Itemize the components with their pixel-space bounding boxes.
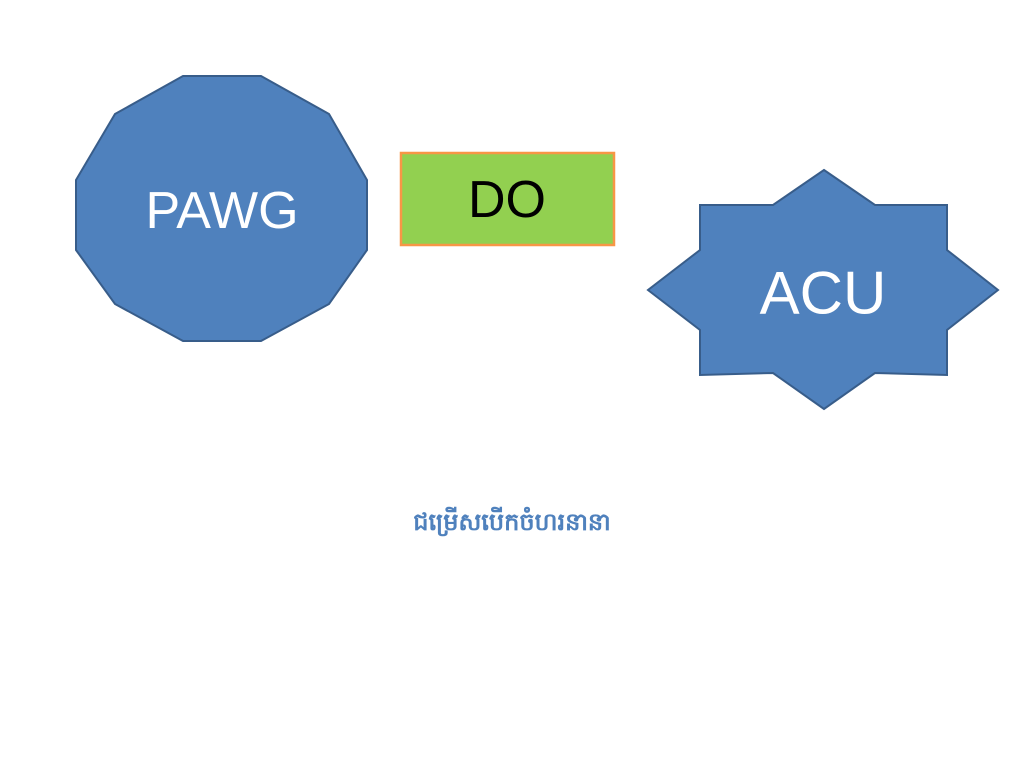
do-label: DO <box>468 171 546 229</box>
pawg-shape[interactable]: PAWG <box>75 75 368 342</box>
do-shape[interactable]: DO <box>399 151 616 247</box>
do-rectangle <box>399 151 616 247</box>
pawg-label: PAWG <box>145 182 298 240</box>
acu-shape[interactable]: ACU <box>646 168 1000 411</box>
acu-label: ACU <box>760 260 887 327</box>
acu-star <box>646 168 1000 411</box>
slide-caption: ជម្រើសបើកចំហរនានា <box>413 508 611 536</box>
pawg-dodecagon <box>75 75 368 342</box>
